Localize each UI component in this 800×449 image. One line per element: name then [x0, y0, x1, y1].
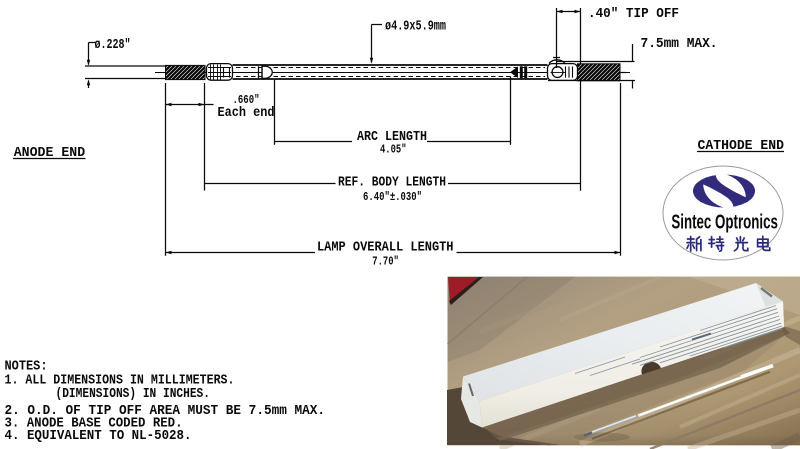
svg-text:ARC LENGTH: ARC LENGTH	[357, 129, 427, 145]
svg-text:ø4.9x5.9mm: ø4.9x5.9mm	[385, 18, 446, 34]
svg-text:REF. BODY LENGTH: REF. BODY LENGTH	[338, 175, 446, 191]
svg-text:6.40"±.030": 6.40"±.030"	[363, 191, 422, 204]
svg-text:7.70": 7.70"	[372, 256, 399, 269]
svg-text:ANODE END: ANODE END	[14, 145, 86, 161]
svg-text:4. EQUIVALENT TO NL-5028.: 4. EQUIVALENT TO NL-5028.	[5, 428, 192, 444]
svg-text:Sintec Optronics: Sintec Optronics	[671, 211, 778, 234]
svg-text:(DIMENSIONS) IN INCHES.: (DIMENSIONS) IN INCHES.	[56, 386, 211, 402]
svg-text:CATHODE END: CATHODE END	[698, 138, 785, 154]
svg-text:7.5mm MAX.: 7.5mm MAX.	[641, 36, 718, 52]
svg-text:.40" TIP OFF: .40" TIP OFF	[588, 6, 679, 22]
svg-text:.660": .660"	[233, 94, 260, 107]
svg-text:ø.228": ø.228"	[95, 37, 131, 53]
svg-text:4.05": 4.05"	[380, 144, 407, 157]
svg-text:Each end: Each end	[218, 105, 275, 121]
svg-text:LAMP OVERALL LENGTH: LAMP OVERALL LENGTH	[317, 239, 454, 255]
svg-text:1. ALL DIMENSIONS IN MILLIMETE: 1. ALL DIMENSIONS IN MILLIMETERS.	[5, 372, 235, 388]
svg-text:NOTES:: NOTES:	[5, 359, 48, 375]
svg-text:2. O.D. OF TIP OFF AREA MUST B: 2. O.D. OF TIP OFF AREA MUST BE 7.5mm MA…	[5, 403, 326, 419]
svg-text:3. ANODE BASE CODED RED.: 3. ANODE BASE CODED RED.	[5, 416, 183, 432]
